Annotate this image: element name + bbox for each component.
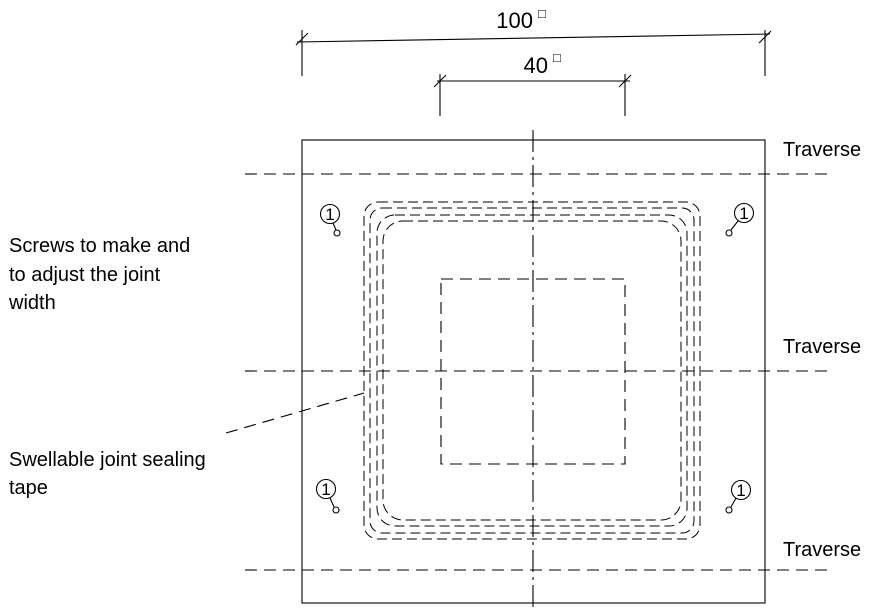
tape-callout-line-1: Swellable joint sealing <box>9 449 206 471</box>
screw-marker-number: 1 <box>739 204 748 223</box>
screw-marker-top-left: 1 <box>319 203 341 237</box>
tape-leader-line <box>225 392 365 434</box>
dimension-inner: 40 □ <box>433 50 632 116</box>
screw-marker-bottom-right: 1 <box>725 479 752 514</box>
screw-marker-bottom-left: 1 <box>315 478 340 514</box>
screw-icon <box>332 506 340 514</box>
traverse-label-bottom: Traverse <box>783 539 861 561</box>
dimension-inner-symbol: □ <box>553 50 561 65</box>
dimension-outer-symbol: □ <box>538 6 546 21</box>
dimension-inner-value: 40 <box>524 53 548 78</box>
screw-marker-badge <box>733 202 755 224</box>
screw-icon <box>333 229 341 237</box>
screws-callout-line-3: width <box>8 292 56 314</box>
traverse-label-top: Traverse <box>783 139 861 161</box>
screw-marker-badge <box>315 478 337 500</box>
screws-callout: Screws to make and to adjust the joint w… <box>8 235 190 314</box>
screw-marker-badge <box>730 479 752 501</box>
screw-marker-top-right: 1 <box>725 202 755 237</box>
tape-callout: Swellable joint sealing tape <box>9 392 365 499</box>
screw-marker-number: 1 <box>736 481 745 500</box>
screw-marker-number: 1 <box>325 205 334 224</box>
dimension-outer: 100 □ <box>295 6 772 76</box>
sealing-tape <box>363 201 701 540</box>
screw-icon <box>725 229 733 237</box>
inner-opening <box>440 278 626 465</box>
screw-icon <box>725 506 733 514</box>
tape-callout-line-2: tape <box>9 477 48 499</box>
traverse-label-middle: Traverse <box>783 336 861 358</box>
dimension-outer-value: 100 <box>496 8 533 33</box>
screw-marker-number: 1 <box>321 480 330 499</box>
screws-callout-line-1: Screws to make and <box>9 235 190 257</box>
screws-callout-line-2: to adjust the joint <box>9 264 161 286</box>
screw-marker-badge <box>319 203 341 225</box>
